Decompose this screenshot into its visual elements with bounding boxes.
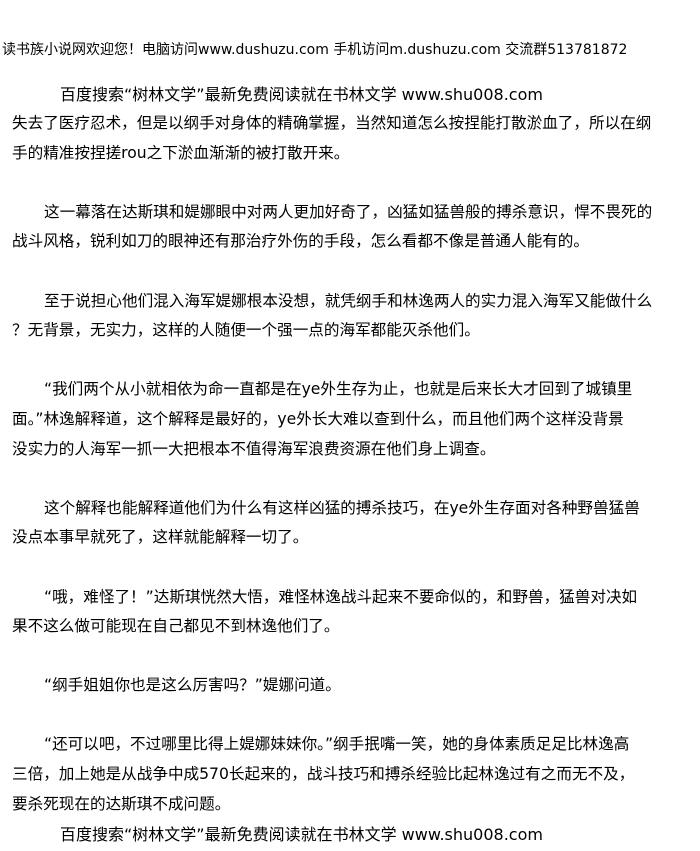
text-line: “哦，难怪了！”达斯琪恍然大悟，难怪林逸战斗起来不要命似的，和野兽，猛兽对决如 — [44, 587, 638, 606]
text-line: “纲手姐姐你也是这么厉害吗？”媞娜问道。 — [44, 676, 341, 695]
paragraph: “还可以吧，不过哪里比得上媞娜妹妹你。”纲手抿嘴一笑，她的身体素质足足比林逸高三… — [12, 730, 692, 819]
paragraph: “我们两个从小就相依为命一直都是在ye外生存为止，也就是后来长大才回到了城镇里面… — [12, 375, 692, 464]
text-line: 手的精准按捏搓rou之下淤血渐渐的被打散开来。 — [12, 143, 350, 162]
text-line: 这个解释也能解释道他们为什么有这样凶猛的搏杀技巧，在ye外生存面对各种野兽猛兽 — [44, 498, 640, 517]
text-line: “我们两个从小就相依为命一直都是在ye外生存为止，也就是后来长大才回到了城镇里 — [44, 380, 633, 399]
text-line: 至于说担心他们混入海军媞娜根本没想，就凭纲手和林逸两人的实力混入海军又能做什么 — [44, 291, 653, 310]
text-line: 面。”林逸解释道，这个解释是最好的，ye外长大难以查到什么，而且他们两个这样没背… — [12, 409, 624, 428]
text-line: 果不这么做可能现在自己都见不到林逸他们了。 — [12, 617, 340, 636]
text-line: 没点本事早就死了，这样就能解释一切了。 — [12, 528, 309, 547]
paragraph: 这一幕落在达斯琪和媞娜眼中对两人更加好奇了，凶猛如猛兽般的搏杀意识，悍不畏死的战… — [12, 198, 692, 257]
text-line: “还可以吧，不过哪里比得上媞娜妹妹你。”纲手抿嘴一笑，她的身体素质足足比林逸高 — [44, 735, 630, 754]
text-line: 没实力的人海军一抓一大把根本不值得海军浪费资源在他们身上调查。 — [12, 439, 496, 458]
text-line: 失去了医疗忍术，但是以纲手对身体的精确掌握，当然知道怎么按捏能打散淤血了，所以在… — [12, 114, 652, 132]
text-line: 战斗风格，锐利如刀的眼神还有那治疗外伤的手段，怎么看都不像是普通人能有的。 — [12, 232, 589, 251]
text-line: 三倍，加上她是从战争中成570长起来的，战斗技巧和搏杀经验比起林逸过有之而无不及… — [12, 765, 635, 784]
ad-line-top: 百度搜索“树林文学”最新免费阅读就在书林文学 www.shu008.com — [60, 85, 543, 104]
paragraph: “哦，难怪了！”达斯琪恍然大悟，难怪林逸战斗起来不要命似的，和野兽，猛兽对决如果… — [12, 583, 692, 642]
ad-line-bottom: 百度搜索“树林文学”最新免费阅读就在书林文学 www.shu008.com — [60, 825, 543, 844]
text-line: 这一幕落在达斯琪和媞娜眼中对两人更加好奇了，凶猛如猛兽般的搏杀意识，悍不畏死的 — [44, 202, 653, 221]
paragraph: 失去了医疗忍术，但是以纲手对身体的精确掌握，当然知道怎么按捏能打散淤血了，所以在… — [12, 109, 692, 168]
paragraph: 这个解释也能解释道他们为什么有这样凶猛的搏杀技巧，在ye外生存面对各种野兽猛兽没… — [12, 494, 692, 553]
text-line: 要杀死现在的达斯琪不成问题。 — [12, 794, 231, 813]
paragraph: 至于说担心他们混入海军媞娜根本没想，就凭纲手和林逸两人的实力混入海军又能做什么 ？… — [12, 287, 692, 346]
site-banner: 读书族小说网欢迎您！电脑访问www.dushuzu.com 手机访问m.dush… — [2, 42, 628, 58]
text-line: ？无背景，无实力，这样的人随便一个强一点的海军都能灭杀他们。 — [12, 321, 480, 340]
paragraph: “纲手姐姐你也是这么厉害吗？”媞娜问道。 — [12, 671, 692, 701]
chapter-content: 失去了医疗忍术，但是以纲手对身体的精确掌握，当然知道怎么按捏能打散淤血了，所以在… — [12, 109, 692, 849]
